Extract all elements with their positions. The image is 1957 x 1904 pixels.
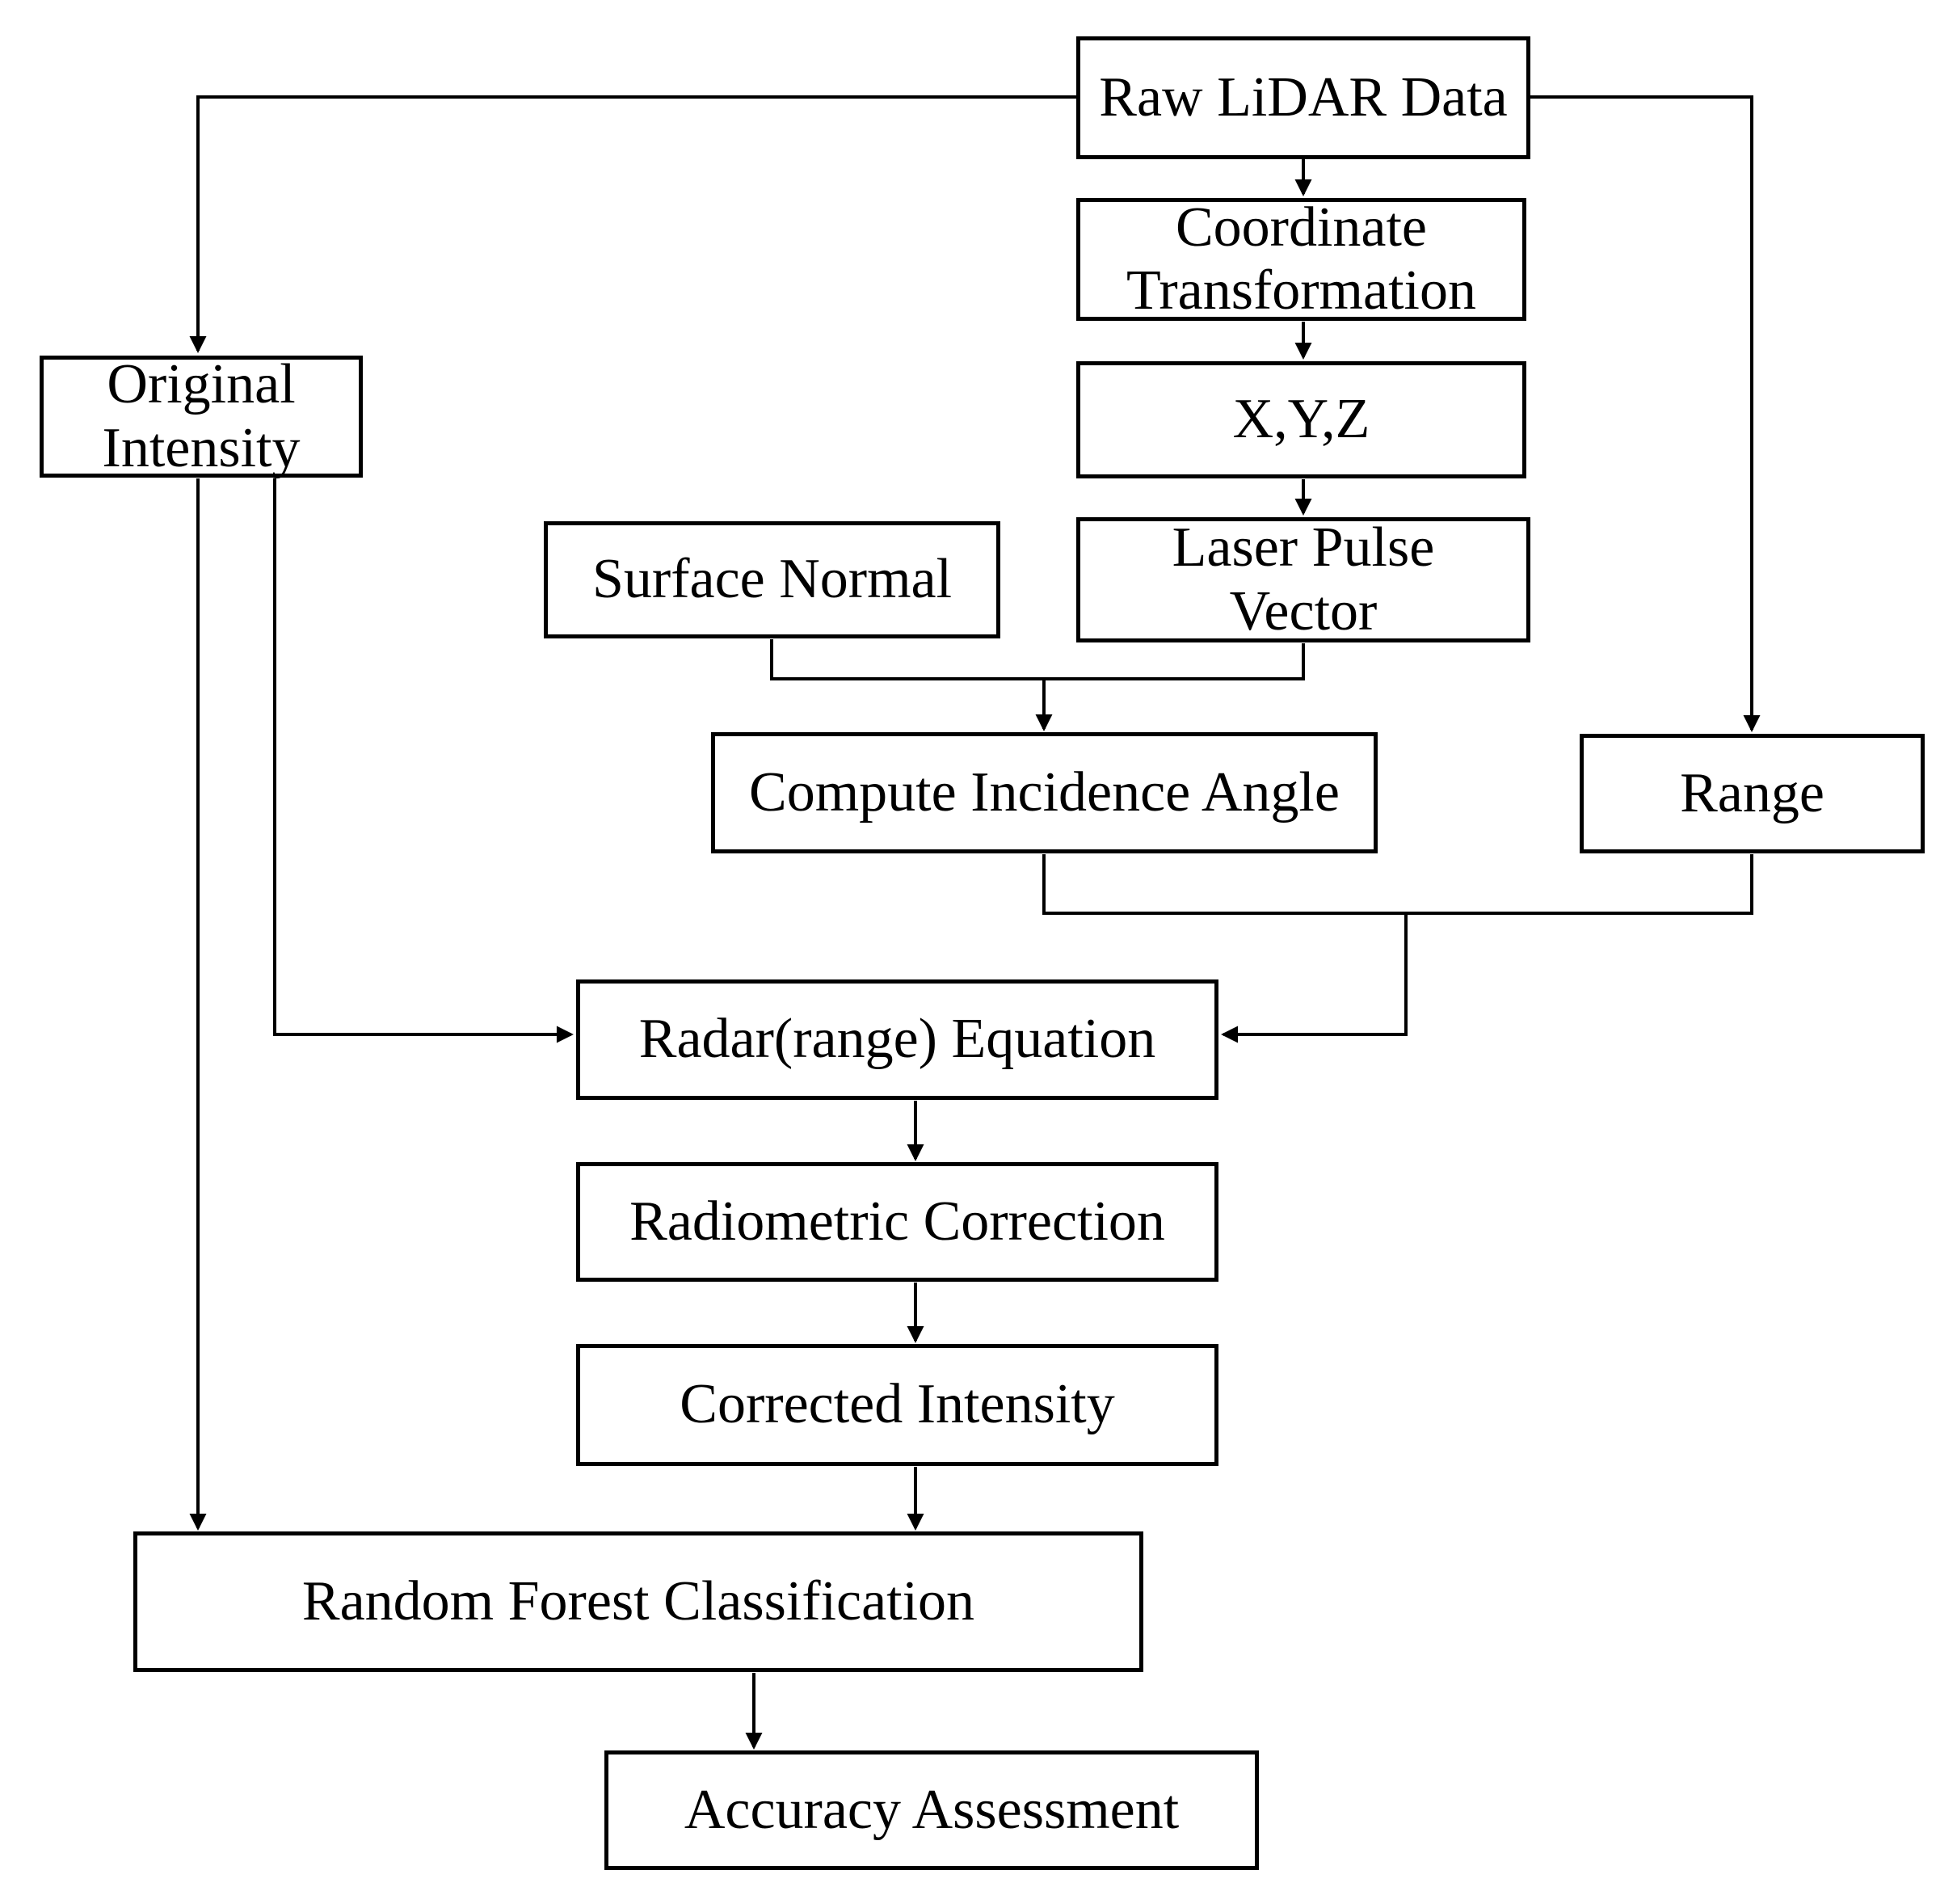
node-xyz: X,Y,Z [1076,361,1526,478]
node-coordinate-transformation-label-line2: Transformation [1126,259,1476,322]
node-original-intensity: Original Intensity [40,353,363,479]
node-range: Range [1580,734,1925,853]
node-laser-pulse-vector: Laser Pulse Vector [1076,516,1530,642]
node-accuracy-assessment-label: Accuracy Assessment [684,1778,1180,1841]
node-raw-lidar-data: Raw LiDAR Data [1076,36,1530,159]
node-radiometric-correction-label: Radiometric Correction [629,1190,1165,1253]
node-random-forest-classification-label: Random Forest Classification [301,1569,975,1632]
node-coordinate-transformation-label-line1: Coordinate [1175,196,1428,259]
edge-surface-normal-laser-pulse-merge [770,639,1305,680]
node-raw-lidar-data-label: Raw LiDAR Data [1099,65,1508,128]
edge-merge-to-radar-equation [1221,913,1408,1043]
node-surface-normal-label: Surface Normal [591,548,953,611]
node-range-label: Range [1680,761,1824,824]
node-original-intensity-label-line1: Original [107,353,296,416]
node-random-forest-classification: Random Forest Classification [133,1531,1143,1672]
node-compute-incidence-angle-label: Compute Incidence Angle [749,760,1340,824]
node-original-intensity-label-line2: Intensity [102,416,301,479]
node-radar-range-equation: Radar(range) Equation [576,979,1218,1100]
node-corrected-intensity-label: Corrected Intensity [680,1373,1115,1436]
node-radiometric-correction: Radiometric Correction [576,1162,1218,1282]
edge-original-intensity-to-radar-equation [273,478,574,1043]
edge-incidence-range-merge [1042,854,1753,915]
edge-raw-to-original-intensity [189,95,1076,353]
node-laser-pulse-vector-label-line2: Vector [1229,579,1378,642]
node-coordinate-transformation: Coordinate Transformation [1076,196,1526,322]
node-xyz-label: X,Y,Z [1232,388,1370,451]
node-compute-incidence-angle: Compute Incidence Angle [711,732,1378,853]
node-accuracy-assessment: Accuracy Assessment [604,1750,1259,1870]
node-corrected-intensity: Corrected Intensity [576,1344,1218,1466]
node-laser-pulse-vector-label-line1: Laser Pulse [1172,516,1435,579]
edge-raw-to-range [1530,95,1761,732]
node-radar-range-equation-label: Radar(range) Equation [638,1008,1156,1071]
node-surface-normal: Surface Normal [544,521,1000,638]
